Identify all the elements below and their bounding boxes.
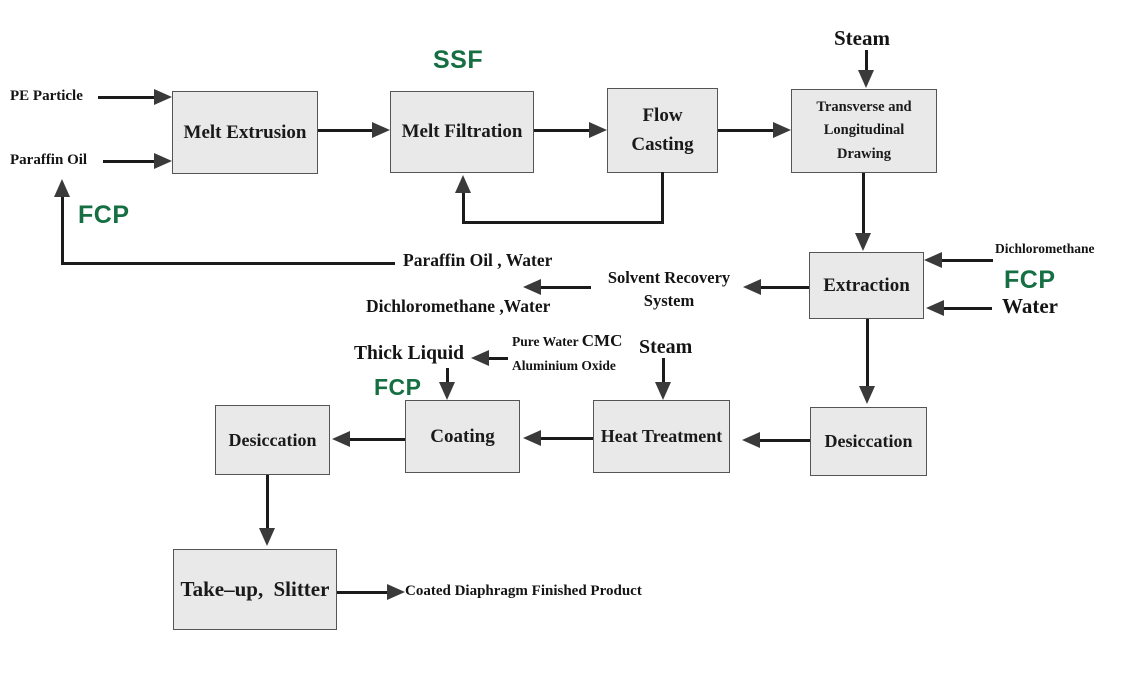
- arrowhead-paraffin-oil: [154, 153, 172, 169]
- arrowhead-heat-treatment-to-coating: [523, 430, 541, 446]
- process-box-melt-filtration: Melt Filtration: [390, 91, 534, 173]
- arrowhead-thick-liquid-to-coating: [439, 382, 455, 400]
- process-box-label: Heat Treatment: [600, 426, 723, 446]
- process-box-label: Take–up, Slitter: [180, 577, 330, 601]
- process-box-label: Extraction: [823, 274, 910, 296]
- feedback-line-down: [661, 172, 664, 224]
- solvent-recovery-line1: Solvent Recovery: [607, 268, 731, 287]
- input-label-aluminium-oxide: Aluminium Oxide: [512, 358, 616, 373]
- arrowhead-steam-drawing: [858, 70, 874, 88]
- arrow-line-desiccation-to-take-up: [266, 475, 269, 529]
- process-box-label: Transverse and Longitudinal Drawing: [816, 99, 912, 162]
- input-label-paraffin-oil: Paraffin Oil: [10, 152, 88, 168]
- arrow-line-extraction-to-recovery: [761, 286, 809, 289]
- process-box-heat-treatment: Heat Treatment: [593, 400, 730, 473]
- process-box-extraction: Extraction: [809, 252, 924, 319]
- recycle-line-across: [61, 262, 395, 265]
- arrowhead-filtration-to-casting: [589, 122, 607, 138]
- arrowhead-additives-to-thick-liquid: [471, 350, 489, 366]
- arrowhead-extrusion-to-filtration: [372, 122, 390, 138]
- arrowhead-desiccation-to-heat-treatment: [742, 432, 760, 448]
- process-box-flow-casting: Flow Casting: [607, 88, 718, 173]
- arrowhead-feedback-to-filtration: [455, 175, 471, 193]
- arrow-line-extrusion-to-filtration: [318, 129, 374, 132]
- process-box-label: Melt Extrusion: [183, 121, 307, 143]
- input-label-steam-drawing: Steam: [834, 26, 890, 50]
- arrowhead-desiccation-to-take-up: [259, 528, 275, 546]
- stream-label-thick-liquid: Thick Liquid: [354, 343, 465, 364]
- process-box-label: Coating: [430, 425, 495, 447]
- arrowhead-coating-to-desiccation: [332, 431, 350, 447]
- feedback-line-up: [462, 191, 465, 223]
- input-label-pe-particle: PE Particle: [10, 88, 83, 104]
- arrowhead-take-up-to-product: [387, 584, 405, 600]
- arrowhead-water: [926, 300, 944, 316]
- annotation-ssf: SSF: [433, 46, 484, 74]
- process-box-label: Melt Filtration: [401, 121, 523, 142]
- stream-label-paraffin-oil-water: Paraffin Oil , Water: [403, 250, 553, 270]
- annotation-fcp-paraffin-recycle: FCP: [78, 201, 130, 229]
- process-box-desiccation-after-coating: Desiccation: [215, 405, 330, 475]
- arrowhead-casting-to-drawing: [773, 122, 791, 138]
- recycle-line-up: [61, 196, 64, 264]
- arrow-line-coating-to-desiccation: [350, 438, 405, 441]
- output-label-finished-product: Coated Diaphragm Finished Product: [405, 583, 642, 599]
- arrow-line-heat-treatment-to-coating: [541, 437, 593, 440]
- process-box-desiccation-after-extraction: Desiccation: [810, 407, 927, 476]
- arrow-line-drawing-to-extraction: [862, 173, 865, 233]
- arrowhead-drawing-to-extraction: [855, 233, 871, 251]
- arrow-line-additives-to-thick-liquid: [489, 357, 508, 360]
- arrow-line-desiccation-to-heat-treatment: [760, 439, 810, 442]
- arrow-line-extraction-to-desiccation: [866, 319, 869, 387]
- solvent-recovery-system-label: Solvent Recovery System: [592, 266, 746, 312]
- arrow-line-pe-particle: [98, 96, 156, 99]
- annotation-fcp-extraction: FCP: [1004, 266, 1056, 294]
- feedback-line-across: [462, 221, 663, 224]
- input-label-cmc: CMC: [581, 331, 623, 350]
- arrow-line-steam-drawing: [865, 50, 868, 72]
- process-box-label: Flow Casting: [631, 105, 694, 155]
- input-label-steam-heat-treatment: Steam: [639, 336, 693, 358]
- input-label-dichloromethane: Dichloromethane: [995, 241, 1095, 256]
- solvent-recovery-line2: System: [643, 291, 695, 311]
- arrow-line-recovery-to-streams: [541, 286, 591, 289]
- input-label-pure-water-cmc: Pure Water CMC: [512, 331, 622, 351]
- arrowhead-extraction-to-desiccation: [859, 386, 875, 404]
- arrowhead-recovery-to-streams: [523, 279, 541, 295]
- arrow-line-take-up-to-product: [337, 591, 387, 594]
- input-label-water: Water: [1002, 294, 1058, 318]
- arrow-line-water: [942, 307, 992, 310]
- arrow-line-paraffin-oil: [103, 160, 156, 163]
- process-box-transverse-longitudinal-drawing: Transverse and Longitudinal Drawing: [791, 89, 937, 173]
- process-box-coating: Coating: [405, 400, 520, 473]
- arrowhead-dichloromethane: [924, 252, 942, 268]
- arrowhead-recycle-to-paraffin: [54, 179, 70, 197]
- arrow-line-dichloromethane: [940, 259, 993, 262]
- process-box-take-up-slitter: Take–up, Slitter: [173, 549, 337, 630]
- stream-label-dichloromethane-water: Dichloromethane ,Water: [366, 296, 551, 316]
- process-box-melt-extrusion: Melt Extrusion: [172, 91, 318, 174]
- arrowhead-pe-particle: [154, 89, 172, 105]
- arrow-line-thick-liquid-to-coating: [446, 368, 449, 384]
- input-label-pure-water: Pure Water: [512, 334, 579, 349]
- arrowhead-extraction-to-recovery: [743, 279, 761, 295]
- process-box-label: Desiccation: [228, 429, 317, 450]
- process-box-label: Desiccation: [824, 431, 913, 451]
- arrow-line-casting-to-drawing: [718, 129, 775, 132]
- arrowhead-steam-heat-treatment: [655, 382, 671, 400]
- annotation-fcp-coating: FCP: [374, 374, 422, 400]
- arrow-line-steam-heat-treatment: [662, 358, 665, 383]
- arrow-line-filtration-to-casting: [534, 129, 591, 132]
